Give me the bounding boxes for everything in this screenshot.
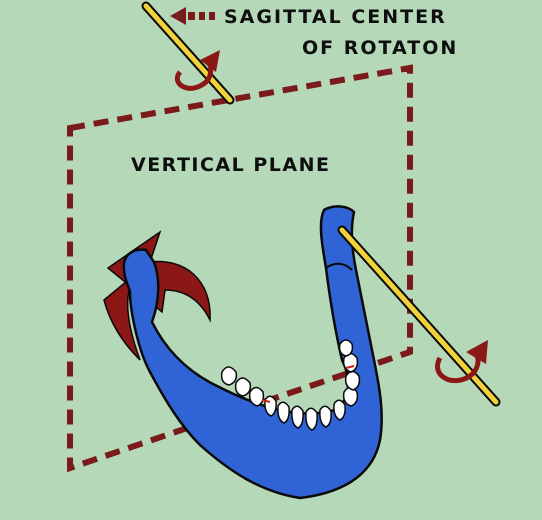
contact-mark-left [261,399,271,403]
contact-mark-right [345,365,355,369]
vertical-plane-outline [67,64,413,473]
left-arrow-dashed-icon [170,7,215,25]
sagittal-axis-rod [143,3,233,103]
teeth-group [220,339,361,431]
vertical-plane-label: VERTICAL PLANE [131,154,331,176]
mandible-shape [122,205,383,500]
condyle-rotation-arrow-icon [435,340,488,384]
sagittal-center-label-line2: OF ROTATON [302,37,459,59]
sagittal-center-label-line1: SAGITTAL CENTER [224,6,447,28]
mandible-coronoid-detail [325,262,353,271]
sagittal-rotation-arrow-icon [175,50,220,91]
